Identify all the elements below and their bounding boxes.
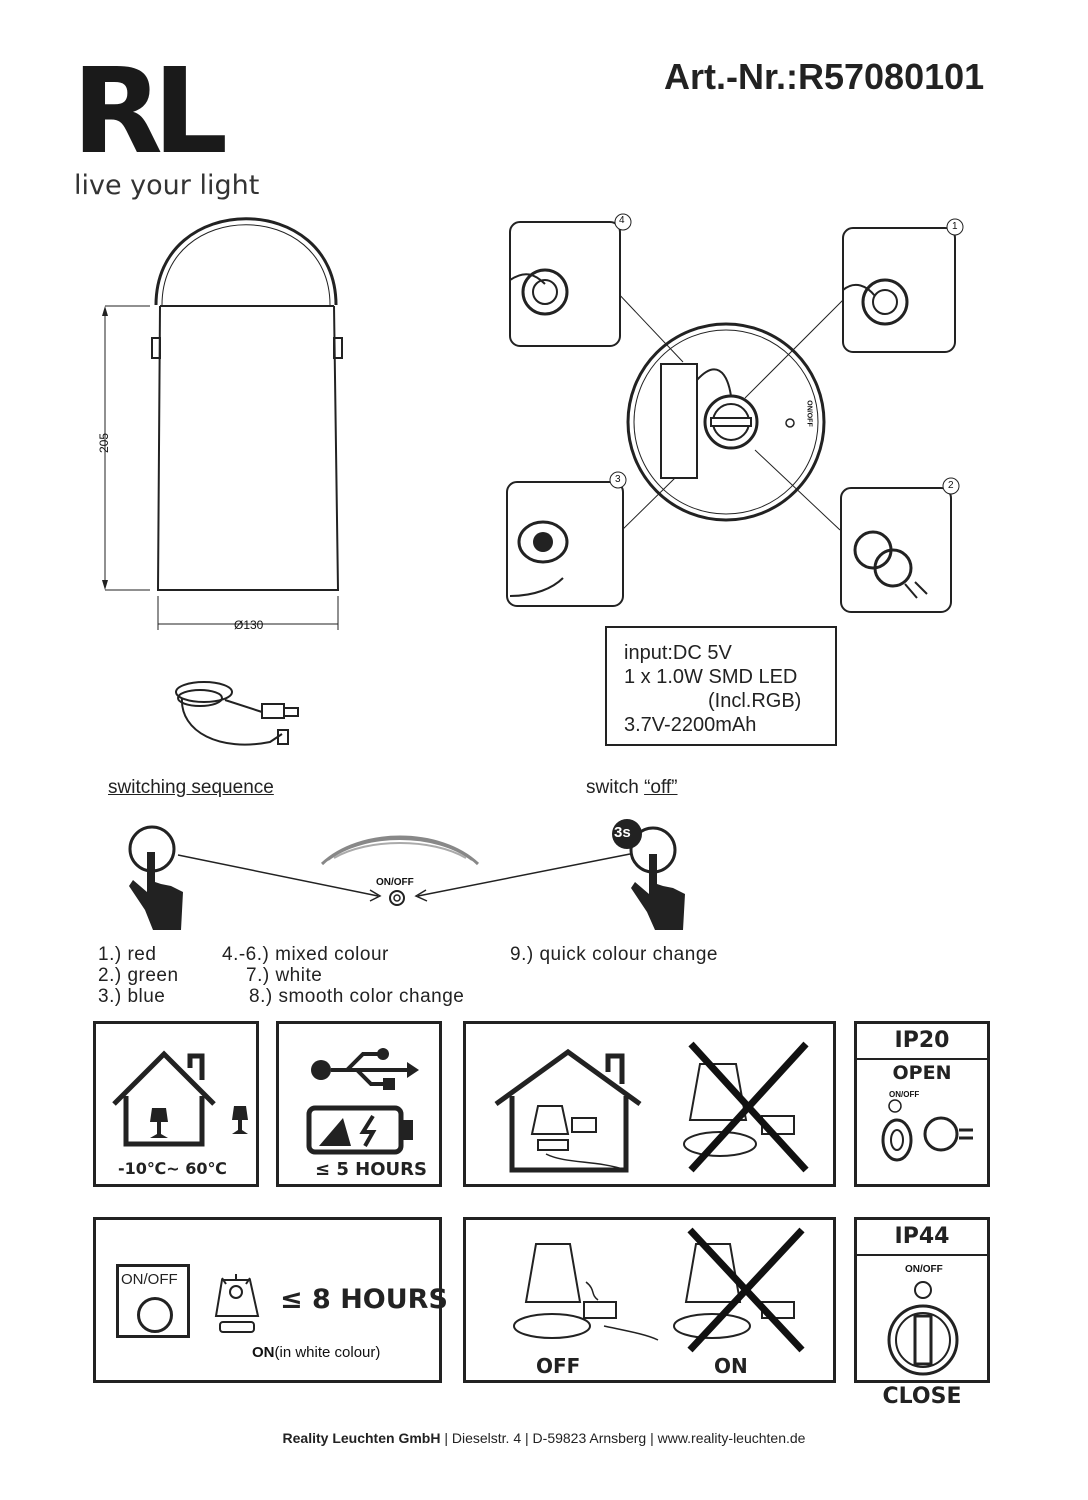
runtime-hours: ≤ 8 HOURS <box>280 1284 448 1315</box>
footer-company: Reality Leuchten GmbH <box>282 1430 441 1446</box>
brand-logo: RL <box>72 42 228 180</box>
on-white-caption: ON(in white colour) <box>252 1344 380 1361</box>
spec-input: input:DC 5V <box>624 642 732 664</box>
ip20-state: OPEN <box>892 1062 952 1084</box>
article-number: Art.-Nr.:R57080101 <box>664 56 985 97</box>
ip44-panel: IP44 ON/OFF <box>854 1217 990 1383</box>
indoor-charging-diagram <box>494 1041 809 1173</box>
footer: Reality Leuchten GmbH | Dieselstr. 4 | D… <box>0 1430 1088 1446</box>
footer-sep-3: | <box>650 1430 658 1446</box>
on-white-bold: ON <box>252 1344 275 1361</box>
off-label: OFF <box>536 1354 581 1378</box>
lamp-edge-arc <box>320 835 480 866</box>
brand-tagline: live your light <box>74 170 260 201</box>
ip20-divider <box>857 1058 987 1060</box>
hold-3s-badge: 3s <box>614 824 631 841</box>
battery-charging-icon <box>306 1105 413 1155</box>
lamp-dimension-drawing <box>102 217 343 630</box>
ip20-panel: IP20 OPEN ON/OFF <box>854 1021 990 1187</box>
seq-green: 2.) green <box>98 965 179 986</box>
onoff-button-circle[interactable] <box>137 1297 173 1333</box>
on-label: ON <box>714 1354 748 1378</box>
tap-hand-icon <box>128 825 183 930</box>
callout-3: 3 <box>615 474 621 485</box>
switch-off-prefix: switch <box>586 777 645 798</box>
white-lamp-icon <box>214 1274 260 1333</box>
ip44-rating: IP44 <box>894 1224 950 1249</box>
footer-sep-1: | <box>444 1430 452 1446</box>
spec-rgb: (Incl.RGB) <box>708 690 802 712</box>
spec-box: input:DC 5V 1 x 1.0W SMD LED (Incl.RGB) … <box>605 626 837 746</box>
ip20-button-label: ON/OFF <box>889 1090 920 1099</box>
switch-pointer-lines <box>177 853 631 906</box>
seq-blue: 3.) blue <box>98 986 166 1007</box>
seq-white: 7.) white <box>246 965 323 986</box>
battery-compartment-diagram <box>506 213 964 613</box>
onoff-box-label: ON/OFF <box>121 1271 178 1288</box>
usb-cable-icon <box>175 681 299 746</box>
seq-quick: 9.) quick colour change <box>510 944 718 965</box>
footer-city: D-59823 Arnsberg <box>532 1430 647 1446</box>
temperature-panel: -10℃~ 60℃ <box>93 1021 259 1187</box>
charge-time: ≤ 5 HOURS <box>315 1159 427 1180</box>
spec-led: 1 x 1.0W SMD LED <box>624 666 798 688</box>
callout-1: 1 <box>952 221 958 232</box>
switch-off-title: switch “off” <box>586 777 678 799</box>
hold-hand-icon <box>612 819 685 930</box>
usb-icon <box>311 1048 419 1090</box>
onoff-button-box: ON/OFF <box>116 1264 190 1338</box>
house-lamp-icon <box>112 1050 248 1147</box>
switch-off-word: “off” <box>644 777 678 798</box>
button-onoff-label: ON/OFF <box>376 877 414 888</box>
ip44-divider <box>857 1254 987 1256</box>
seq-smooth: 8.) smooth color change <box>249 986 465 1007</box>
seq-red: 1.) red <box>98 944 157 965</box>
on-white-rest: (in white colour) <box>274 1344 381 1361</box>
spec-battery: 3.7V-2200mAh <box>624 714 757 736</box>
callout-2: 2 <box>948 480 954 491</box>
seq-mixed: 4.-6.) mixed colour <box>222 944 389 965</box>
charge-off-diagram <box>513 1227 805 1353</box>
closed-cover-icon <box>887 1281 959 1376</box>
charge-time-panel: ≤ 5 HOURS <box>276 1021 442 1187</box>
ip20-rating: IP20 <box>894 1028 950 1053</box>
footer-street: Dieselstr. 4 <box>451 1430 522 1446</box>
indoor-charging-panel <box>463 1021 836 1187</box>
ip44-button-label: ON/OFF <box>905 1264 943 1275</box>
switching-sequence-title: switching sequence <box>108 777 274 798</box>
ip44-state: CLOSE <box>882 1384 962 1409</box>
diameter-dimension: Ø130 <box>234 618 264 632</box>
runtime-panel: ON/OFF ≤ 8 HOURS ON(in white colour) <box>93 1217 448 1383</box>
temperature-range: -10℃~ 60℃ <box>118 1159 227 1178</box>
callout-4: 4 <box>619 215 625 226</box>
charge-off-only-panel: OFF ON <box>463 1217 836 1383</box>
footer-sep-2: | <box>525 1430 533 1446</box>
open-cover-icon <box>881 1099 973 1162</box>
footer-web[interactable]: www.reality-leuchten.de <box>657 1430 806 1446</box>
